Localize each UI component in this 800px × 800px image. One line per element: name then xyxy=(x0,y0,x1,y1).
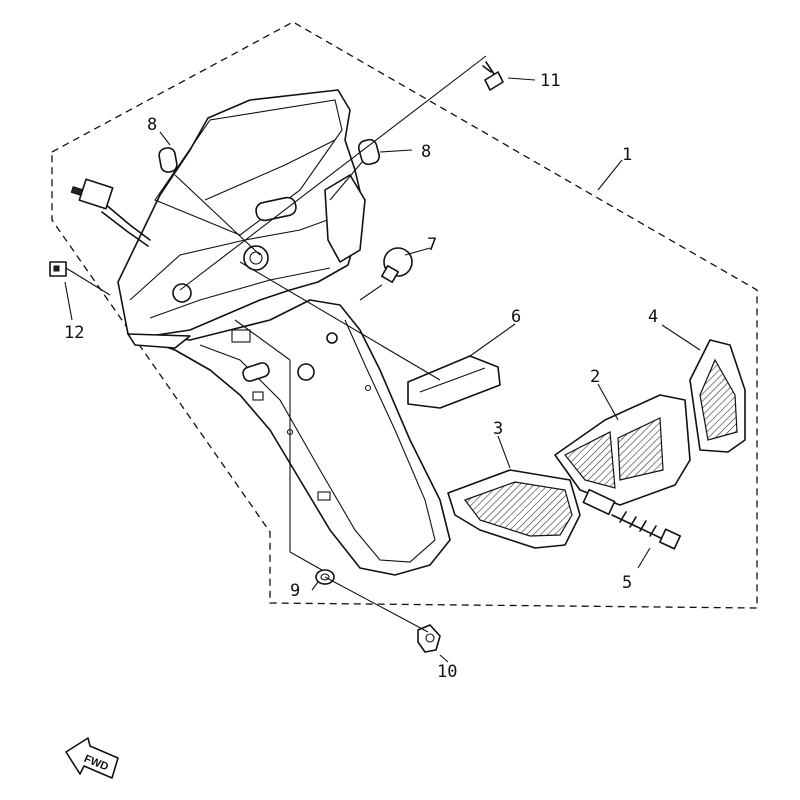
wiring-connector xyxy=(70,178,151,247)
callout-4: 4 xyxy=(648,307,658,327)
callout-8-right: 8 xyxy=(421,142,431,162)
part-7-bulb xyxy=(381,247,413,283)
part-4-side-lens xyxy=(689,339,746,453)
callout-8-left: 8 xyxy=(147,115,157,135)
callout-labels: 1 2 3 4 5 6 7 8 8 9 10 11 12 xyxy=(64,71,658,682)
callout-6: 6 xyxy=(511,307,521,327)
callout-12: 12 xyxy=(64,323,84,343)
callout-7: 7 xyxy=(427,235,437,255)
part-10-bolt xyxy=(417,624,441,653)
part-8-bulb-left xyxy=(158,147,178,173)
leader-lines xyxy=(64,55,701,663)
part-6-plate xyxy=(407,355,501,409)
fwd-arrow-icon: FWD xyxy=(65,737,119,779)
callout-3: 3 xyxy=(493,419,503,439)
part-11-screw xyxy=(482,61,504,91)
part-3-lens xyxy=(447,469,581,549)
part-8-bulb-right xyxy=(357,138,381,166)
callout-2: 2 xyxy=(590,367,600,387)
callout-9: 9 xyxy=(290,581,300,601)
callout-10: 10 xyxy=(437,662,457,682)
callout-1: 1 xyxy=(622,145,632,165)
part-2-housing xyxy=(554,394,691,516)
assembly-boundary xyxy=(51,21,758,609)
part-5-screw xyxy=(611,511,682,550)
callout-5: 5 xyxy=(622,573,632,593)
rear-fender-housing xyxy=(117,89,451,576)
callout-11: 11 xyxy=(540,71,560,91)
